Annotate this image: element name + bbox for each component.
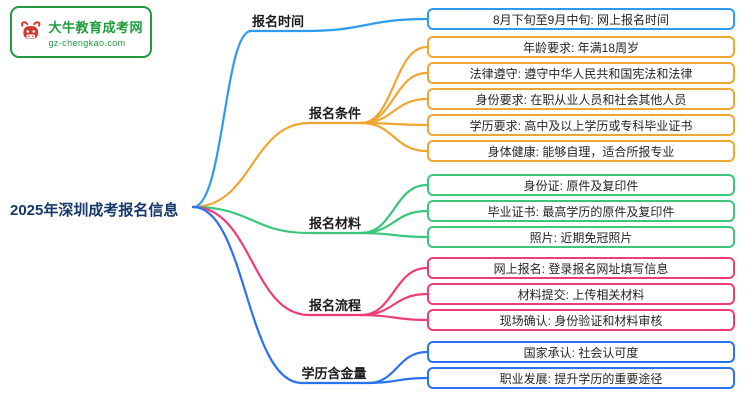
branch-label-value: 学历含金量 bbox=[301, 366, 367, 381]
logo-site-name: 大牛教育成考网 bbox=[48, 19, 143, 35]
root-node-title: 2025年深圳成考报名信息 bbox=[10, 202, 179, 219]
branch-conditions-lines bbox=[191, 45, 429, 209]
logo-domain: gz-chengkao.com bbox=[48, 37, 126, 48]
branch-value-lines bbox=[191, 205, 429, 385]
leaf-photo: 照片: 近期免冠照片 bbox=[427, 226, 735, 248]
leaf-identity-requirement: 身份要求: 在职从业人员和社会其他人员 bbox=[427, 88, 735, 110]
site-logo: 大牛教育成考网 gz-chengkao.com bbox=[10, 6, 152, 58]
branch-label-process: 报名流程 bbox=[309, 298, 362, 313]
branch-label-conditions: 报名条件 bbox=[309, 106, 362, 121]
leaf-material-submission: 材料提交: 上传相关材料 bbox=[427, 283, 735, 305]
leaf-diploma: 毕业证书: 最高学历的原件及复印件 bbox=[427, 200, 735, 222]
bull-logo-icon bbox=[21, 21, 41, 39]
leaf-registration-time: 8月下旬至9月中旬: 网上报名时间 bbox=[427, 8, 735, 30]
leaf-state-recognition: 国家承认: 社会认可度 bbox=[427, 341, 735, 363]
leaf-age-requirement: 年龄要求: 年满18周岁 bbox=[427, 36, 735, 58]
leaf-id-card: 身份证: 原件及复印件 bbox=[427, 174, 735, 196]
leaf-health-requirement: 身体健康: 能够自理，适合所报专业 bbox=[427, 140, 735, 162]
leaf-career-development: 职业发展: 提升学历的重要途径 bbox=[427, 367, 735, 389]
leaf-onsite-confirmation: 现场确认: 身份验证和材料审核 bbox=[427, 309, 735, 331]
logo-text: 大牛教育成考网 gz-chengkao.com bbox=[48, 17, 143, 48]
leaf-online-registration: 网上报名: 登录报名网址填写信息 bbox=[427, 257, 735, 279]
leaf-law-compliance: 法律遵守: 遵守中华人民共和国宪法和法律 bbox=[427, 62, 735, 84]
branch-label-time: 报名时间 bbox=[251, 14, 304, 29]
leaf-education-requirement: 学历要求: 高中及以上学历或专科毕业证书 bbox=[427, 114, 735, 136]
branch-label-materials: 报名材料 bbox=[309, 216, 362, 231]
